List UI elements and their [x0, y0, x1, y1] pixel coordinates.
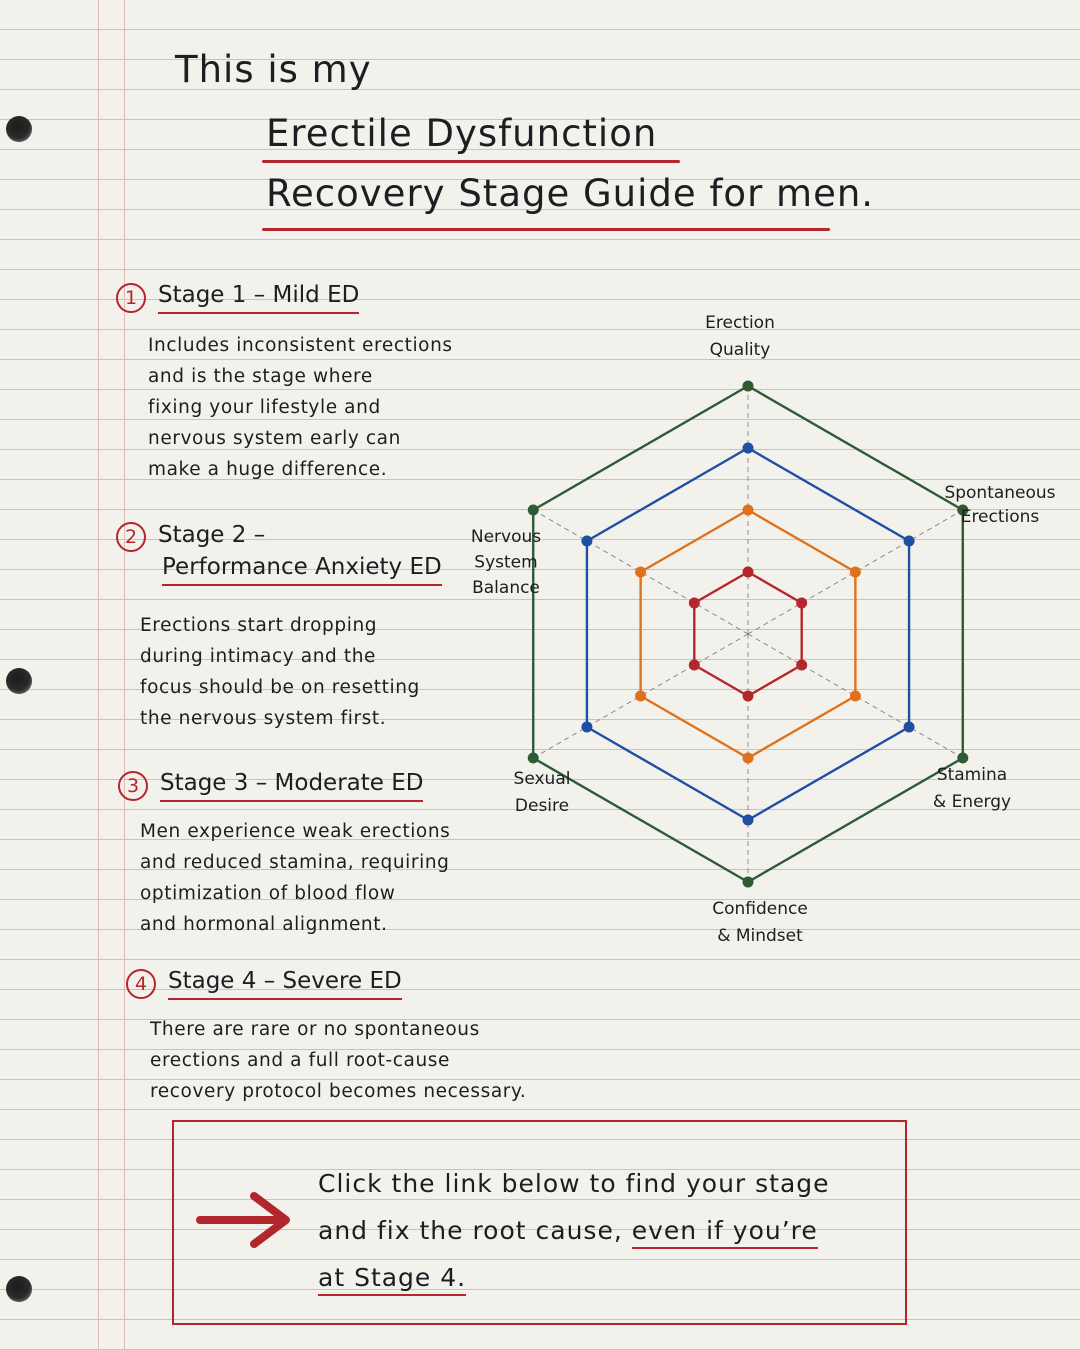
stage-text-line: and reduced stamina, requiring	[140, 852, 450, 873]
data-point	[688, 659, 700, 671]
margin-line	[98, 0, 99, 1350]
data-point	[742, 876, 754, 888]
stage-text-line: Men experience weak erections	[140, 821, 451, 842]
cta-box	[172, 1120, 907, 1325]
cta-text: Click the link below to find your stage …	[318, 1160, 830, 1301]
title-line-1: This is my	[175, 48, 372, 91]
data-point	[742, 442, 754, 454]
data-point	[742, 504, 754, 516]
stage-4-description: There are rare or no spontaneous erectio…	[150, 1014, 526, 1107]
stage-1-description: Includes inconsistent erections and is t…	[148, 330, 453, 485]
stage-number-badge: 3	[118, 771, 148, 801]
cta-line-2a: and fix the root cause,	[318, 1216, 623, 1245]
stage-text-line: recovery protocol becomes necessary.	[150, 1081, 527, 1102]
data-point	[581, 721, 593, 733]
data-point	[957, 752, 969, 764]
data-point	[849, 690, 861, 702]
axis-spoke	[533, 509, 749, 635]
data-point	[849, 566, 861, 578]
data-point	[796, 659, 808, 671]
data-point	[581, 535, 593, 547]
data-point	[742, 566, 754, 578]
data-point	[903, 535, 915, 547]
axis-label: Confidence& Mindset	[712, 899, 808, 946]
data-point	[635, 566, 647, 578]
axis-spoke	[533, 633, 749, 759]
stage-number-badge: 2	[116, 522, 146, 552]
binder-hole	[6, 1276, 32, 1302]
stage-2-heading-cont: Performance Anxiety ED	[162, 554, 442, 586]
stage-text-line: and is the stage where	[148, 366, 373, 387]
series-line-3	[585, 446, 911, 822]
stage-3-description: Men experience weak erections and reduce…	[140, 816, 450, 940]
data-point	[635, 690, 647, 702]
cta-emphasis: even if you’re	[631, 1216, 818, 1249]
cta-line-3: at Stage 4.	[318, 1254, 830, 1301]
stage-4-heading: 4 Stage 4 – Severe ED	[126, 968, 402, 1000]
grid-ring	[532, 385, 964, 883]
stage-1-heading: 1 Stage 1 – Mild ED	[116, 282, 360, 314]
data-point	[903, 721, 915, 733]
axis-spoke	[747, 509, 963, 635]
grid-ring	[640, 509, 856, 759]
cta-line-1: Click the link below to find your stage	[318, 1169, 830, 1198]
stage-title: Stage 3 – Moderate ED	[160, 770, 424, 802]
stage-text-line: make a huge difference.	[148, 459, 388, 480]
margin-line	[124, 0, 125, 1350]
stage-3-heading: 3 Stage 3 – Moderate ED	[118, 770, 424, 802]
axis-label: Stamina& Energy	[933, 765, 1011, 812]
data-point	[957, 504, 969, 516]
stage-2-heading: 2 Stage 2 –	[116, 522, 265, 552]
series-line-4	[532, 384, 964, 884]
series-line-2	[639, 508, 857, 760]
binder-hole	[6, 668, 32, 694]
grid-ring	[586, 447, 910, 821]
title-line-3: Recovery Stage Guide for men.	[266, 172, 875, 215]
stage-text-line: during intimacy and the	[140, 646, 377, 667]
data-point	[742, 380, 754, 392]
data-point	[796, 597, 808, 609]
stage-text-line: Erections start dropping	[140, 615, 378, 636]
stage-text-line: fixing your lifestyle and	[148, 397, 381, 418]
cta-stage-link: at Stage 4.	[318, 1263, 467, 1296]
title-underline	[262, 160, 680, 163]
stage-text-line: erections and a full root-cause	[150, 1050, 451, 1071]
title-line-2: Erectile Dysfunction	[266, 112, 658, 155]
stage-number-badge: 1	[116, 283, 146, 313]
axis-spoke	[747, 633, 963, 759]
cta-line-2: and fix the root cause, even if you’re	[318, 1207, 830, 1254]
data-point	[527, 504, 539, 516]
stage-number-badge: 4	[126, 969, 156, 999]
binder-hole	[6, 116, 32, 142]
arrow-right-icon	[196, 1190, 296, 1254]
grid-ring	[693, 571, 803, 697]
stage-text-line: nervous system early can	[148, 428, 401, 449]
stage-text-line: focus should be on resetting	[140, 677, 420, 698]
data-point	[742, 752, 754, 764]
stage-title: Stage 1 – Mild ED	[158, 282, 360, 314]
stage-text-line: Includes inconsistent erections	[148, 335, 453, 356]
data-point	[688, 597, 700, 609]
data-point	[527, 752, 539, 764]
stage-text-line: the nervous system first.	[140, 708, 387, 729]
series-line-1	[693, 570, 803, 698]
stage-2-description: Erections start dropping during intimacy…	[140, 610, 420, 734]
stage-title: Stage 2 –	[158, 522, 266, 548]
stage-text-line: There are rare or no spontaneous	[150, 1019, 480, 1040]
stage-text-line: and hormonal alignment.	[140, 914, 388, 935]
stage-title: Performance Anxiety ED	[162, 554, 442, 586]
data-point	[742, 690, 754, 702]
stage-title: Stage 4 – Severe ED	[168, 968, 402, 1000]
stage-text-line: optimization of blood flow	[140, 883, 396, 904]
title-underline	[262, 228, 830, 231]
data-point	[742, 814, 754, 826]
